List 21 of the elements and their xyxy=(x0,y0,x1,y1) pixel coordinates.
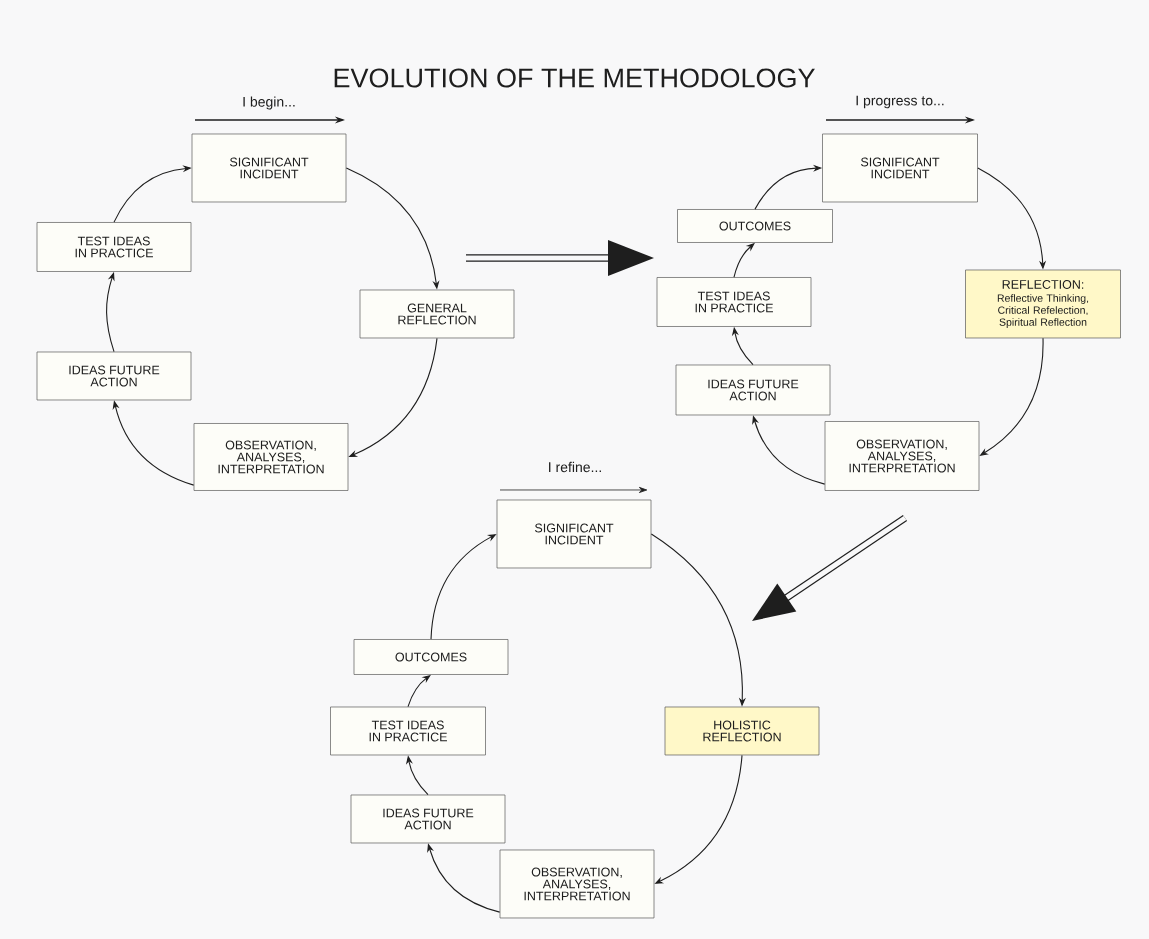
process-box: IDEAS FUTURE ACTION xyxy=(350,794,506,844)
stage-label: I progress to... xyxy=(856,95,944,109)
process-box: OBSERVATION, ANALYSES, INTERPRETATION xyxy=(193,423,349,491)
process-box: OBSERVATION, ANALYSES, INTERPRETATION xyxy=(499,849,655,919)
process-box: OUTCOMES xyxy=(677,209,833,243)
process-box: GENERAL REFLECTION xyxy=(359,289,515,339)
stage-label: I begin... xyxy=(243,96,295,110)
process-box: OUTCOMES xyxy=(353,639,509,675)
process-box: TEST IDEAS IN PRACTICE xyxy=(36,222,192,272)
process-box: SIGNIFICANT INCIDENT xyxy=(822,133,978,203)
process-box: IDEAS FUTURE ACTION xyxy=(36,351,192,401)
highlighted-box: HOLISTIC REFLECTION xyxy=(664,706,820,756)
process-box: SIGNIFICANT INCIDENT xyxy=(191,133,347,203)
process-box: IDEAS FUTURE ACTION xyxy=(675,364,831,416)
title: EVOLUTION OF THE METHODOLOGY xyxy=(334,68,815,88)
process-box: SIGNIFICANT INCIDENT xyxy=(496,499,652,569)
stage-label: I refine... xyxy=(549,461,601,473)
process-box: OBSERVATION, ANALYSES, INTERPRETATION xyxy=(824,421,980,491)
highlighted-box: REFLECTION: Reflective Thinking, Critical Refelection, Spiritual Reflection xyxy=(965,269,1121,339)
process-box: TEST IDEAS IN PRACTICE xyxy=(330,706,486,756)
process-box: TEST IDEAS IN PRACTICE xyxy=(656,277,812,327)
